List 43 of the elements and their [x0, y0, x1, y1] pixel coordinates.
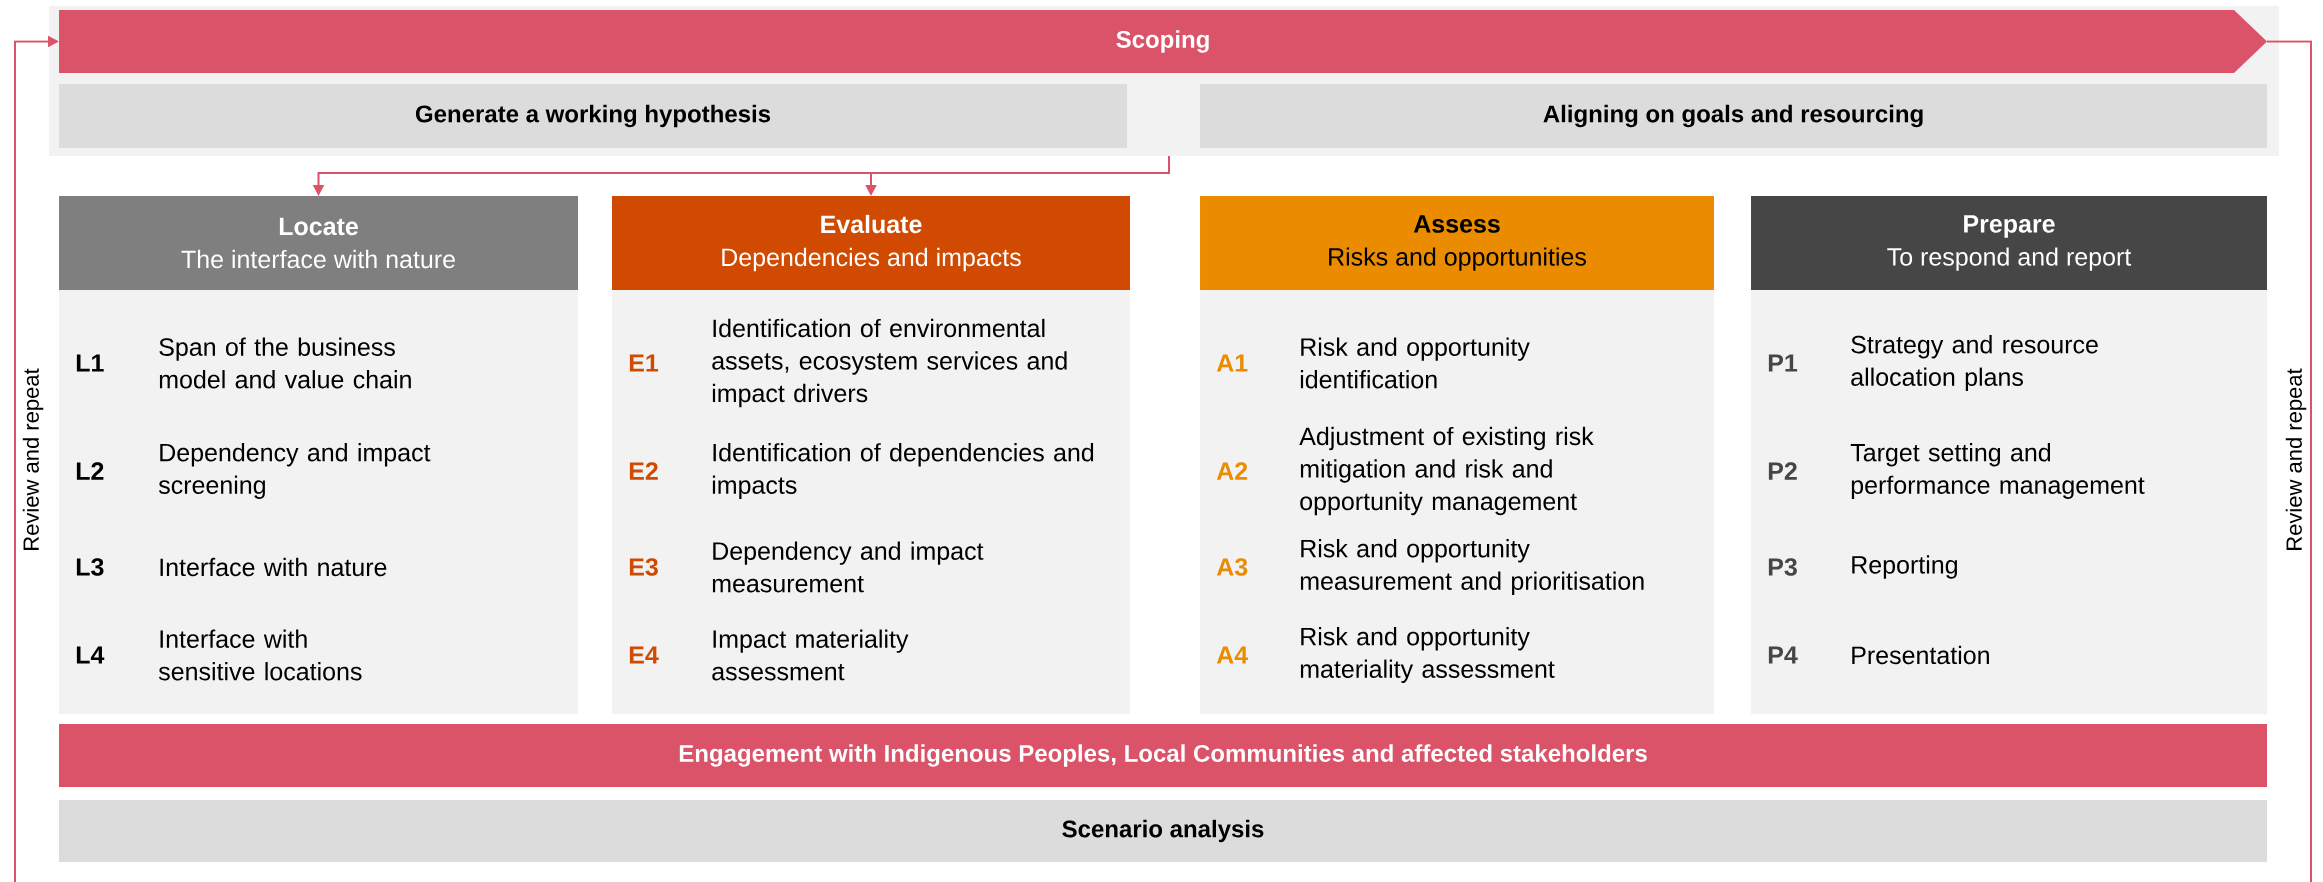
item-code: E3	[629, 558, 658, 576]
edge-label: Review and repeat	[2285, 368, 2307, 550]
item-text: Interface with nature	[160, 557, 387, 577]
item-text: Adjustment of existing risk mitigation and risk and opportunity management	[1299, 426, 1594, 516]
item-code: A3	[1216, 558, 1248, 576]
scenario-bar: Scenario analysis	[59, 800, 2267, 862]
item-text: Target setting and performance management	[1850, 443, 2145, 499]
item-code: P3	[1768, 558, 1797, 576]
engagement-bar: Engagement with Indigenous Peoples, Local Communities and affected stakeholders	[59, 724, 2267, 787]
column-header: Locate The interface with nature	[59, 196, 578, 290]
item-text: Identification of environmental assets, ecosystem services and impact drivers	[712, 318, 1067, 408]
item-code: A4	[1216, 646, 1249, 664]
item-text: Risk and opportunity measurement and prioritisation	[1300, 539, 1644, 595]
item-text: Interface with sensitive locations	[158, 629, 362, 681]
item-text: Span of the business model and value chain	[159, 337, 411, 389]
item-code: P2	[1768, 462, 1797, 480]
item-code: L4	[76, 646, 105, 664]
item-code: E2	[629, 462, 658, 480]
item-text: Dependency and impact screening	[158, 443, 431, 499]
item-code: L2	[76, 462, 104, 480]
item-code: E1	[629, 354, 659, 372]
item-code: L3	[76, 558, 104, 576]
phase-bar: Aligning on goals and resourcing	[1200, 84, 2267, 148]
item-text: Dependency and impact measurement	[712, 541, 984, 593]
item-code: E4	[629, 646, 659, 664]
item-code: A2	[1216, 462, 1248, 480]
column-header: Assess Risks and opportunities	[1200, 196, 1714, 290]
item-code: A1	[1216, 354, 1248, 372]
item-text: Reporting	[1852, 555, 1957, 579]
item-code: P4	[1768, 646, 1798, 664]
item-text: Impact materiality assessment	[712, 629, 909, 681]
column-header: Prepare To respond and report	[1751, 196, 2267, 290]
column-header: Evaluate Dependencies and impacts	[612, 196, 1130, 290]
item-text: Identification of dependencies and impacts	[712, 443, 1094, 499]
edge-label: Review and repeat	[22, 368, 44, 550]
item-text: Strategy and resource allocation plans	[1851, 335, 2098, 391]
item-text: Risk and opportunity identification	[1300, 337, 1530, 389]
phase-bar: Generate a working hypothesis	[59, 84, 1127, 148]
item-text: Risk and opportunity materiality assessment	[1300, 627, 1555, 683]
connector-line	[2266, 40, 2312, 882]
item-code: L1	[76, 354, 104, 372]
item-text: Presentation	[1852, 645, 1989, 665]
item-code: P1	[1768, 354, 1798, 372]
